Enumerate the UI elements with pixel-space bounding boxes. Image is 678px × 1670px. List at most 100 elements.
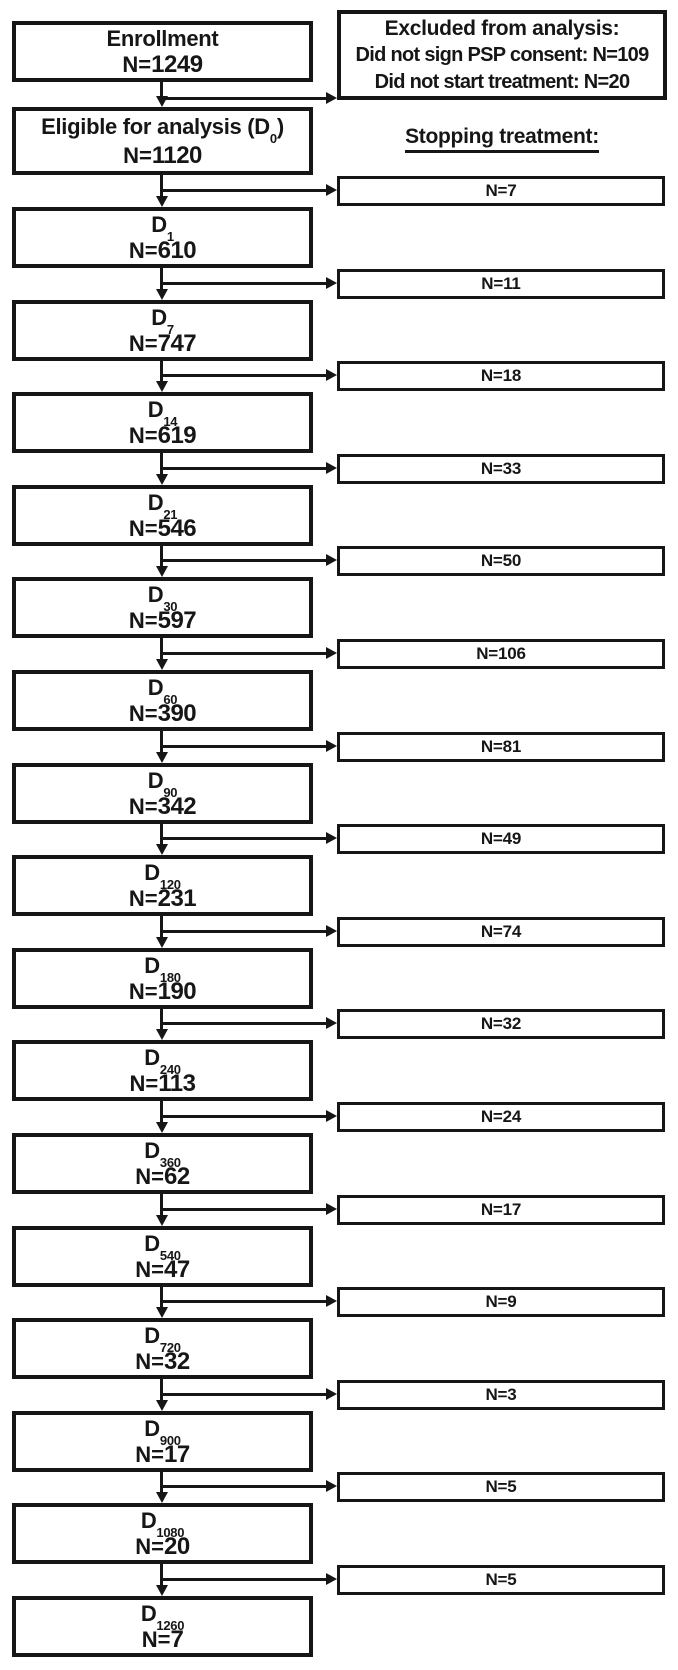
connector-vline (160, 823, 163, 846)
connector-hline (162, 97, 327, 100)
stopped-box-d720: N=9 (337, 1287, 665, 1317)
stopped-n: N=17 (480, 1200, 522, 1219)
visit-n: N=32 (135, 1347, 190, 1375)
arrowhead-down-icon (156, 937, 168, 948)
n-value: 619 (157, 421, 197, 449)
n-value: 190 (157, 977, 197, 1005)
connector-vline (160, 453, 163, 476)
visit-day-subscript: 240 (159, 1061, 181, 1077)
visit-day-subscript: 180 (159, 969, 181, 985)
n-value: 342 (157, 792, 197, 820)
n-prefix: N= (128, 978, 158, 1004)
visit-day-label: D14 (147, 396, 178, 429)
arrowhead-down-icon (156, 474, 168, 485)
arrowhead-right-icon (326, 369, 337, 381)
n-value: 20 (164, 1532, 190, 1560)
stopped-n: N=50 (480, 551, 522, 570)
stopped-box-d21: N=33 (337, 454, 665, 484)
visit-day-subscript: 21 (163, 506, 178, 522)
n-value: 1120 (151, 142, 203, 169)
visit-day-subscript: 1 (166, 228, 174, 244)
n-value: 231 (157, 884, 197, 912)
connector-vline (160, 545, 163, 568)
enrollment-box: Enrollment N=1249 (12, 21, 313, 82)
arrowhead-right-icon (326, 1480, 337, 1492)
visit-day-subscript: 900 (159, 1432, 181, 1448)
arrowhead-right-icon (326, 1110, 337, 1122)
connector-hline (162, 930, 327, 933)
stopped-n: N=18 (480, 366, 522, 385)
arrowhead-down-icon (156, 1400, 168, 1411)
eligible-n: N=1120 (123, 141, 202, 170)
n-value: 62 (164, 1162, 190, 1190)
visit-day-label: D120 (144, 859, 181, 892)
connector-hline (162, 1115, 327, 1118)
connector-hline (162, 837, 327, 840)
arrowhead-down-icon (156, 566, 168, 577)
visit-n: N=231 (128, 884, 197, 912)
stopped-box-d1080: N=5 (337, 1472, 665, 1502)
visit-n: N=610 (128, 237, 197, 264)
connector-hline (162, 559, 327, 562)
stopped-n: N=3 (485, 1385, 517, 1404)
visit-day-label: D720 (144, 1322, 181, 1355)
visit-day-label: D240 (144, 1044, 181, 1077)
excluded-line-2: Did not start treatment: N=20 (374, 70, 630, 93)
stopped-n: N=11 (481, 274, 521, 293)
eligible-box: Eligible for analysis (D0) N=1120 (12, 107, 313, 175)
connector-vline (160, 1471, 163, 1494)
arrowhead-down-icon (156, 1492, 168, 1503)
connector-vline (160, 731, 163, 754)
stopped-box-d900: N=3 (337, 1380, 665, 1410)
arrowhead-right-icon (326, 1203, 337, 1215)
visit-day-label: D900 (144, 1415, 181, 1448)
n-prefix: N= (135, 1348, 165, 1374)
arrowhead-down-icon (156, 659, 168, 670)
stopped-n: N=81 (480, 737, 522, 756)
stopped-n: N=106 (476, 644, 526, 663)
n-prefix: N= (128, 885, 158, 911)
arrowhead-down-icon (156, 289, 168, 300)
connector-vline (160, 175, 163, 198)
n-prefix: N= (128, 237, 158, 263)
connector-hline (162, 282, 327, 285)
connector-vline (160, 1008, 163, 1031)
n-prefix: N= (128, 422, 158, 448)
visit-day-subscript: 120 (159, 876, 181, 892)
visit-day-label: D1260 (140, 1600, 185, 1633)
visit-n: N=20 (135, 1532, 190, 1560)
stopped-box-d60: N=106 (337, 639, 665, 669)
visit-day-label: D60 (147, 674, 178, 707)
arrowhead-right-icon (326, 740, 337, 752)
n-prefix: N= (128, 700, 158, 726)
arrowhead-right-icon (326, 1295, 337, 1307)
n-value: 32 (164, 1347, 190, 1375)
stopped-box-d30: N=50 (337, 546, 665, 576)
visit-day-label: D180 (144, 952, 181, 985)
visit-day-subscript: 30 (163, 598, 178, 614)
visit-day-subscript: 720 (159, 1339, 181, 1355)
n-prefix: N= (128, 330, 158, 356)
arrowhead-right-icon (326, 647, 337, 659)
n-prefix: N= (128, 793, 158, 819)
connector-vline (160, 360, 163, 383)
visit-day-subscript: 360 (159, 1154, 181, 1170)
n-prefix: N= (129, 1070, 159, 1096)
stopped-box-d360: N=24 (337, 1102, 665, 1132)
arrowhead-down-icon (156, 1122, 168, 1133)
stopped-box-d7: N=11 (337, 269, 665, 299)
arrowhead-right-icon (326, 925, 337, 937)
enrollment-title: Enrollment (106, 25, 219, 51)
stopped-n: N=5 (485, 1477, 517, 1496)
n-prefix: N= (135, 1256, 165, 1282)
